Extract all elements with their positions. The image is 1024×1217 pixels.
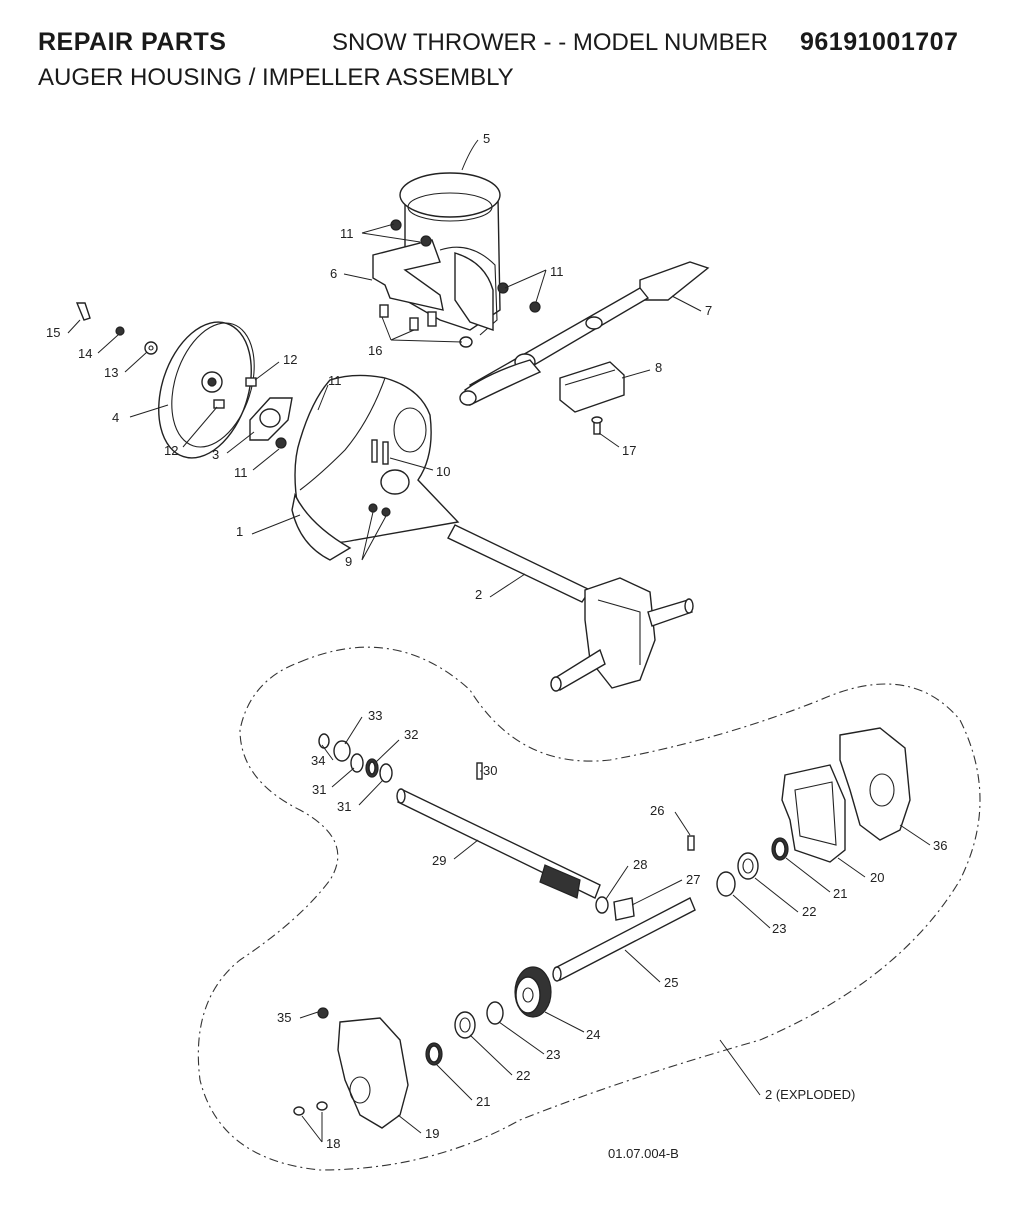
part-35-vent-plug (317, 1007, 329, 1019)
part-24-worm-gear (514, 966, 552, 1018)
part-6-bracket (372, 239, 444, 311)
part-26-key (687, 835, 695, 851)
callout-2: 2 (475, 587, 482, 602)
part-1-impeller-housing (291, 374, 460, 561)
callout-13: 13 (104, 365, 118, 380)
callout-30: 30 (483, 763, 497, 778)
callout-35: 35 (277, 1010, 291, 1025)
part-21a-oring (771, 837, 789, 861)
callout-23-a: 23 (772, 921, 786, 936)
callout-12-a: 12 (283, 352, 297, 367)
part-17-screw (591, 416, 603, 435)
callout-16: 16 (368, 343, 382, 358)
part-23b-washer (486, 1001, 504, 1025)
callout-31-b: 31 (337, 799, 351, 814)
callout-5: 5 (483, 131, 490, 146)
part-10-bolts (371, 439, 389, 465)
callout-22-a: 22 (802, 904, 816, 919)
assembly-subtitle: AUGER HOUSING / IMPELLER ASSEMBLY (38, 64, 514, 91)
part-3-bearing-flange (249, 397, 293, 441)
callout-22-b: 22 (516, 1068, 530, 1083)
callout-31-a: 31 (312, 782, 326, 797)
callout-19: 19 (425, 1126, 439, 1141)
part-31-washer (350, 753, 364, 773)
callout-29: 29 (432, 853, 446, 868)
callout-24: 24 (586, 1027, 600, 1042)
part-33-bushing (333, 740, 351, 762)
part-36-gearbox-half (839, 727, 911, 841)
model-number: 96191001707 (800, 28, 959, 56)
part-28-washer (595, 896, 609, 914)
part-20-gasket (781, 764, 846, 863)
callout-20: 20 (870, 870, 884, 885)
part-34-washer (318, 733, 330, 749)
part-29-worm-shaft (396, 788, 601, 899)
callout-23-b: 23 (546, 1047, 560, 1062)
callout-21-a: 21 (833, 886, 847, 901)
callout-18: 18 (326, 1136, 340, 1151)
callout-4: 4 (112, 410, 119, 425)
part-22b-bearing (454, 1011, 476, 1039)
part-23a-washer (716, 871, 736, 897)
part-27-bushing (613, 897, 635, 921)
callout-36: 36 (933, 838, 947, 853)
part-13-washer (144, 341, 158, 355)
callout-1: 1 (236, 524, 243, 539)
callout-12-b: 12 (164, 443, 178, 458)
callout-21-b: 21 (476, 1094, 490, 1109)
callout-34: 34 (311, 753, 325, 768)
exploded-boundary (197, 646, 981, 1171)
part-8-crank-bracket (559, 361, 625, 413)
part-12-bolts (213, 377, 257, 409)
callout-14: 14 (78, 346, 92, 361)
drawing-code: 01.07.004-B (608, 1146, 679, 1161)
callout-8: 8 (655, 360, 662, 375)
callout-3: 3 (212, 447, 219, 462)
callout-11-d: 11 (328, 373, 342, 388)
section-title: REPAIR PARTS (38, 28, 227, 56)
leader-lines (67, 139, 931, 1143)
part-21b-oring (425, 1042, 443, 1066)
callout-labels: 5 11 6 11 16 7 8 17 15 14 13 12 4 12 3 1… (46, 131, 947, 1161)
callout-10: 10 (436, 464, 450, 479)
part-19-gearbox-half (337, 1017, 409, 1129)
part-32-oring (365, 758, 379, 778)
callout-32: 32 (404, 727, 418, 742)
product-title: SNOW THROWER - - MODEL NUMBER (332, 29, 768, 56)
callout-28: 28 (633, 857, 647, 872)
part-2-gearbox-assembly (447, 524, 694, 692)
callout-26: 26 (650, 803, 664, 818)
part-22a-bearing (737, 852, 759, 880)
part-4-pulley (158, 321, 255, 459)
callout-11-c: 11 (234, 465, 248, 480)
callout-7: 7 (705, 303, 712, 318)
callout-2-exploded: 2 (EXPLODED) (765, 1087, 855, 1102)
callout-25: 25 (664, 975, 678, 990)
callout-9: 9 (345, 554, 352, 569)
callout-11-a: 11 (340, 226, 354, 241)
part-18-bolts (293, 1101, 328, 1116)
part-14-lockwasher (115, 326, 125, 336)
callout-15: 15 (46, 325, 60, 340)
part-7-crank (459, 261, 710, 406)
callout-33: 33 (368, 708, 382, 723)
part-25-shaft (552, 897, 696, 982)
callout-6: 6 (330, 266, 337, 281)
part-15-bolt (75, 302, 91, 321)
callout-27: 27 (686, 872, 700, 887)
callout-17: 17 (622, 443, 636, 458)
part-16-bolts (379, 304, 473, 348)
callout-11-b: 11 (550, 264, 564, 279)
part-31b-washer (379, 763, 393, 783)
